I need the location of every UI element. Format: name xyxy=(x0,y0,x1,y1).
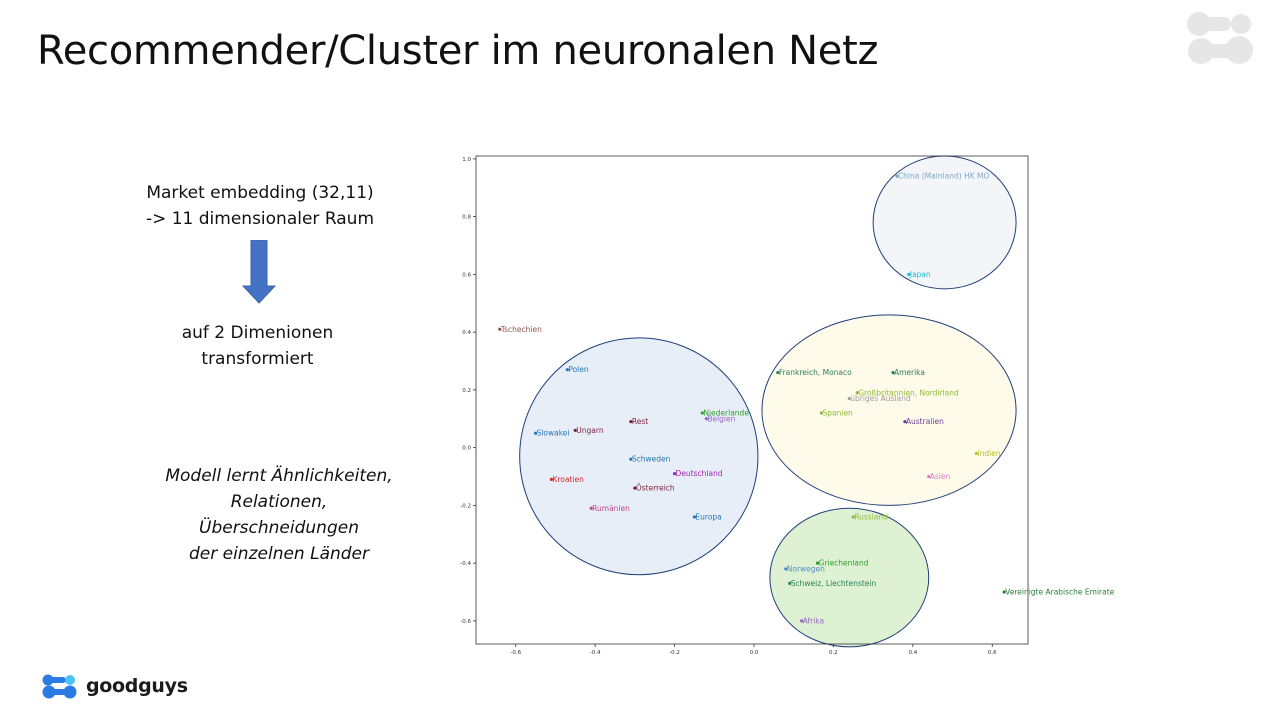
point-label: Vereinigte Arabische Emirate xyxy=(1005,588,1115,597)
x-tick-label: -0.4 xyxy=(590,650,601,656)
y-tick-label: -0.6 xyxy=(460,619,471,625)
data-point xyxy=(692,515,697,519)
data-point xyxy=(788,581,792,585)
point-label: Schweiz, Liechtenstein xyxy=(791,579,877,588)
scatter-chart: -0.6 -0.4 -0.2 0.0 0.2 0.4 0.6 1.0 0.8 0.6 0.4 0.2 0… xyxy=(460,155,1115,656)
data-point xyxy=(589,506,593,510)
model-line: Überschneidungen xyxy=(199,518,359,538)
data-point xyxy=(629,457,633,461)
data-point xyxy=(633,486,637,490)
plot-frame xyxy=(475,155,1029,645)
y-tick-label: 1.0 xyxy=(462,157,471,163)
point-label: Amerika xyxy=(894,368,925,377)
x-tick-label: 0.0 xyxy=(750,650,759,656)
brand-name: goodguys xyxy=(86,675,188,697)
y-tick-label: -0.2 xyxy=(460,503,471,509)
point-label: Russland xyxy=(854,512,888,521)
point-label: Rest xyxy=(632,417,648,426)
data-point xyxy=(784,567,788,571)
y-tick-label: 0.8 xyxy=(462,215,471,221)
point-label: Slowakei xyxy=(537,429,570,438)
y-tick-label: -0.4 xyxy=(460,561,471,567)
data-point xyxy=(927,474,931,479)
point-label: Deutschland xyxy=(676,469,723,478)
model-line: Relationen, xyxy=(230,492,328,512)
data-point xyxy=(533,431,538,435)
point-label: Großbritannien, Nordirland xyxy=(858,388,959,397)
cluster-ellipse xyxy=(519,337,759,576)
data-point xyxy=(549,477,554,482)
point-label: China (Mainland) HK MO xyxy=(898,172,990,181)
data-point xyxy=(1002,590,1006,594)
embedding-line: -> 11 dimensionaler Raum xyxy=(145,209,375,229)
point-label: übriges Ausland xyxy=(850,394,911,403)
point-label: Rumänien xyxy=(592,504,630,513)
data-point xyxy=(851,515,855,519)
cluster-ellipse xyxy=(761,314,1017,506)
embedding-line: Market embedding (32,11) xyxy=(146,183,374,203)
data-point xyxy=(704,417,708,421)
data-point xyxy=(974,451,978,456)
x-tick-label: 0.6 xyxy=(988,650,997,656)
brand-logo: goodguys xyxy=(40,672,188,700)
model-line: der einzelnen Länder xyxy=(188,544,370,564)
model-description: Modell lernt Ähnlichkeiten, Relationen, … xyxy=(140,463,418,567)
point-label: Niederlande xyxy=(703,408,749,417)
data-point xyxy=(700,411,704,415)
slide-title: Recommender/Cluster im neuronalen Netz xyxy=(37,28,879,74)
point-label: Afrika xyxy=(803,616,824,625)
data-point xyxy=(672,472,677,476)
data-point xyxy=(847,396,851,401)
y-tick-label: 0.2 xyxy=(462,388,471,394)
model-line: Modell lernt Ähnlichkeiten, xyxy=(165,466,393,486)
transform-description: auf 2 Dimenionen transformiert xyxy=(150,320,365,372)
point-label: Griechenland xyxy=(819,559,869,568)
data-point xyxy=(800,619,804,623)
point-label: Europa xyxy=(695,512,721,521)
goodguys-logo-icon xyxy=(42,674,77,699)
point-label: Asien xyxy=(930,472,951,481)
point-label: Polen xyxy=(568,365,589,374)
point-label: Frankreich, Monaco xyxy=(779,368,852,377)
x-tick-label: -0.6 xyxy=(510,650,521,656)
point-label: Japan xyxy=(909,270,931,279)
goodguys-corner-logo-icon xyxy=(1187,12,1253,64)
data-point xyxy=(895,174,899,178)
point-label: Spanien xyxy=(822,408,853,417)
point-label: Indien xyxy=(977,449,1000,458)
data-point xyxy=(855,391,859,395)
y-tick-label: 0.6 xyxy=(462,272,471,278)
x-tick-label: 0.4 xyxy=(908,650,917,656)
data-point xyxy=(573,428,577,432)
point-label: Schweden xyxy=(632,455,671,464)
data-point xyxy=(891,370,895,375)
transform-line: transformiert xyxy=(201,349,314,369)
point-label: Ungarn xyxy=(576,426,604,435)
y-tick-label: 0.4 xyxy=(462,330,471,336)
data-point xyxy=(629,420,633,424)
y-tick-label: 0.0 xyxy=(462,446,471,452)
data-point xyxy=(776,370,780,375)
data-point xyxy=(819,411,824,415)
embedding-description: Market embedding (32,11) -> 11 dimension… xyxy=(120,180,400,232)
point-label: Belgien xyxy=(707,414,735,423)
data-point xyxy=(498,327,502,331)
point-label: Tschechien xyxy=(500,325,542,334)
data-point xyxy=(907,272,911,276)
cluster-ellipse xyxy=(769,507,930,648)
data-point xyxy=(903,420,907,424)
point-label: Norwegen xyxy=(787,564,825,573)
x-tick-label: 0.2 xyxy=(829,650,838,656)
transform-line: auf 2 Dimenionen xyxy=(181,323,334,343)
x-tick-label: -0.2 xyxy=(669,650,680,656)
down-arrow-icon xyxy=(242,240,276,304)
data-point xyxy=(815,561,820,565)
data-point xyxy=(565,368,569,372)
point-label: Österreich xyxy=(636,484,675,493)
point-label: Kroatien xyxy=(552,475,584,484)
point-label: Australien xyxy=(906,417,944,426)
